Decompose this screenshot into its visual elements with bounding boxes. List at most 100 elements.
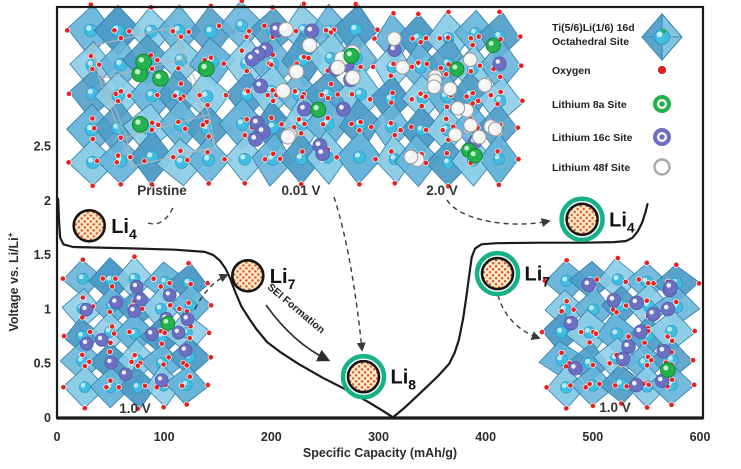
y-axis-tick-label: 0.5 [34, 357, 51, 371]
lithium-8a-atom [135, 53, 152, 71]
sphere-highlight [444, 158, 449, 164]
unit-cell-wireframe [90, 26, 216, 167]
sphere-highlight [278, 86, 284, 92]
sphere-highlight [618, 354, 624, 360]
sphere-highlight [86, 25, 92, 31]
oxygen-atom [389, 89, 396, 96]
oxygen-atom [469, 90, 476, 97]
oxygen-atom [126, 92, 133, 99]
sphere-highlight [87, 60, 93, 66]
sphere-highlight [206, 26, 212, 33]
oxygen-atom [444, 34, 452, 41]
oxygen-atom [519, 97, 526, 104]
oxygen-atom [111, 27, 118, 34]
oxygen-atom [476, 62, 483, 69]
oxygen-atom [409, 35, 416, 42]
oxygen-atom [89, 66, 96, 73]
oxygen-atom [423, 126, 430, 134]
oxygen-atom [301, 120, 308, 127]
lithium-16c-atom [581, 277, 596, 292]
lithium-48f-atom [386, 31, 402, 47]
oxygen-atom [114, 98, 122, 105]
sphere-highlight [258, 127, 264, 132]
structure-label-v10-left: 1.0 V [119, 401, 151, 416]
oxygen-atom [114, 152, 122, 159]
oxygen-atom [186, 373, 193, 380]
oxygen-atom [612, 382, 619, 389]
oxygen-atom [65, 90, 73, 97]
oxygen-atom [494, 148, 501, 155]
structure-label-v10-right: 1.0 V [599, 400, 631, 415]
sphere-highlight [417, 125, 423, 131]
oxygen-atom [171, 92, 178, 99]
ti-site-sphere [294, 152, 308, 166]
sphere-highlight [252, 118, 258, 124]
lithium-16c-atom [133, 292, 148, 307]
lithium-48f-atom [450, 100, 466, 116]
sphere-highlight [105, 327, 111, 333]
ti-site-sphere [555, 326, 568, 339]
sphere-highlight [247, 54, 253, 60]
oxygen-atom [186, 335, 193, 342]
sphere-highlight [201, 63, 207, 70]
lithium-48f-atom [395, 59, 410, 75]
oxygen-atom [515, 156, 522, 163]
lithium-16c-atom [304, 23, 320, 39]
sphere-highlight [390, 45, 395, 51]
oxygen-atom [443, 71, 450, 78]
oxygen-atom [589, 362, 596, 369]
sphere-highlight [386, 94, 392, 100]
li7-charge-marker: Li7 [474, 250, 550, 297]
sphere-highlight [557, 327, 563, 333]
oxygen-atom [150, 275, 157, 282]
oxygen-atom [443, 115, 450, 123]
oxygen-atom [160, 361, 167, 368]
sphere-highlight [663, 304, 669, 310]
structure-label-v20: 2.0 V [426, 183, 458, 198]
sphere-highlight [351, 24, 357, 30]
sphere-highlight [584, 327, 590, 333]
sphere-highlight [452, 64, 458, 70]
oxygen-atom [494, 100, 501, 108]
sphere-highlight [256, 81, 262, 87]
oxygen-atom [463, 93, 470, 100]
oxygen-atom [184, 156, 191, 164]
lithium-8a-atom [660, 362, 676, 378]
structure-label-v001: 0.01 V [281, 183, 320, 198]
oxygen-atom [586, 380, 593, 388]
oxygen-atom [268, 114, 275, 121]
sphere-highlight [445, 84, 451, 90]
sei-formation-arrow [265, 304, 331, 362]
sphere-highlight [184, 278, 190, 284]
oxygen-atom [117, 34, 124, 42]
sphere-highlight [157, 376, 163, 381]
ti-site-sphere [492, 153, 505, 166]
lithium-16c-atom [248, 131, 264, 147]
sphere-highlight [466, 120, 472, 126]
oxygen-atom [387, 72, 394, 79]
oxygen-atom [357, 63, 364, 71]
sphere-highlight [464, 145, 470, 151]
oxygen-atom [117, 181, 124, 188]
x-axis-title: Specific Capacity (mAh/g) [303, 446, 457, 460]
sphere-highlight [136, 295, 141, 300]
lithium-16c-atom [127, 304, 142, 318]
lithium-48f-atom [278, 21, 294, 38]
sphere-highlight [183, 315, 188, 320]
oxygen-atom [517, 33, 524, 40]
lithium-48f-atom [403, 149, 419, 165]
dashed-connectors-layer [147, 196, 551, 352]
sphere-highlight [138, 57, 145, 63]
legend-item-label: Oxygen [552, 65, 591, 77]
oxygen-atom [91, 125, 98, 132]
lithium-48f-atom [275, 83, 291, 99]
oxygen-atom [514, 124, 521, 131]
sphere-highlight [496, 96, 501, 102]
oxygen-atom [112, 90, 119, 97]
oxygen-atom [596, 380, 603, 388]
lithium-16c-atom [297, 101, 312, 117]
oxygen-atom [570, 306, 577, 313]
sphere-highlight [296, 153, 302, 160]
